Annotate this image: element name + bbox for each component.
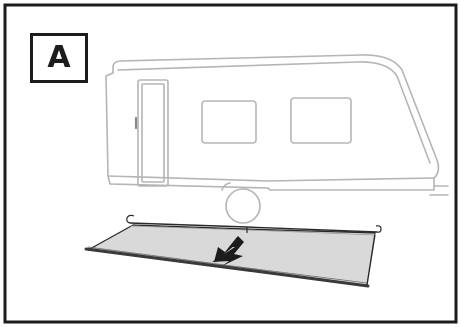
caravan-window-front	[201, 100, 257, 144]
caravan-roof-line	[117, 61, 431, 164]
skirt-rail-end-left	[126, 214, 135, 224]
caravan-door	[137, 79, 169, 187]
caravan-door-inner	[141, 83, 165, 183]
down-arrow-icon	[212, 236, 244, 266]
skirt-rail-end-right	[375, 225, 382, 233]
caravan-window-rear	[290, 97, 352, 144]
skirt-bottom-bar	[84, 247, 370, 288]
step-label-badge: A	[30, 33, 88, 83]
caravan-skirt-line	[107, 175, 435, 182]
caravan-wheel	[225, 188, 261, 224]
caravan-wheel-arch	[221, 182, 231, 191]
caravan-body	[105, 54, 440, 191]
skirt-right-edge	[366, 234, 376, 286]
caravan-illustration	[105, 54, 449, 224]
step-letter: A	[47, 40, 71, 75]
skirt-bottom-bar-highlight	[87, 246, 368, 284]
